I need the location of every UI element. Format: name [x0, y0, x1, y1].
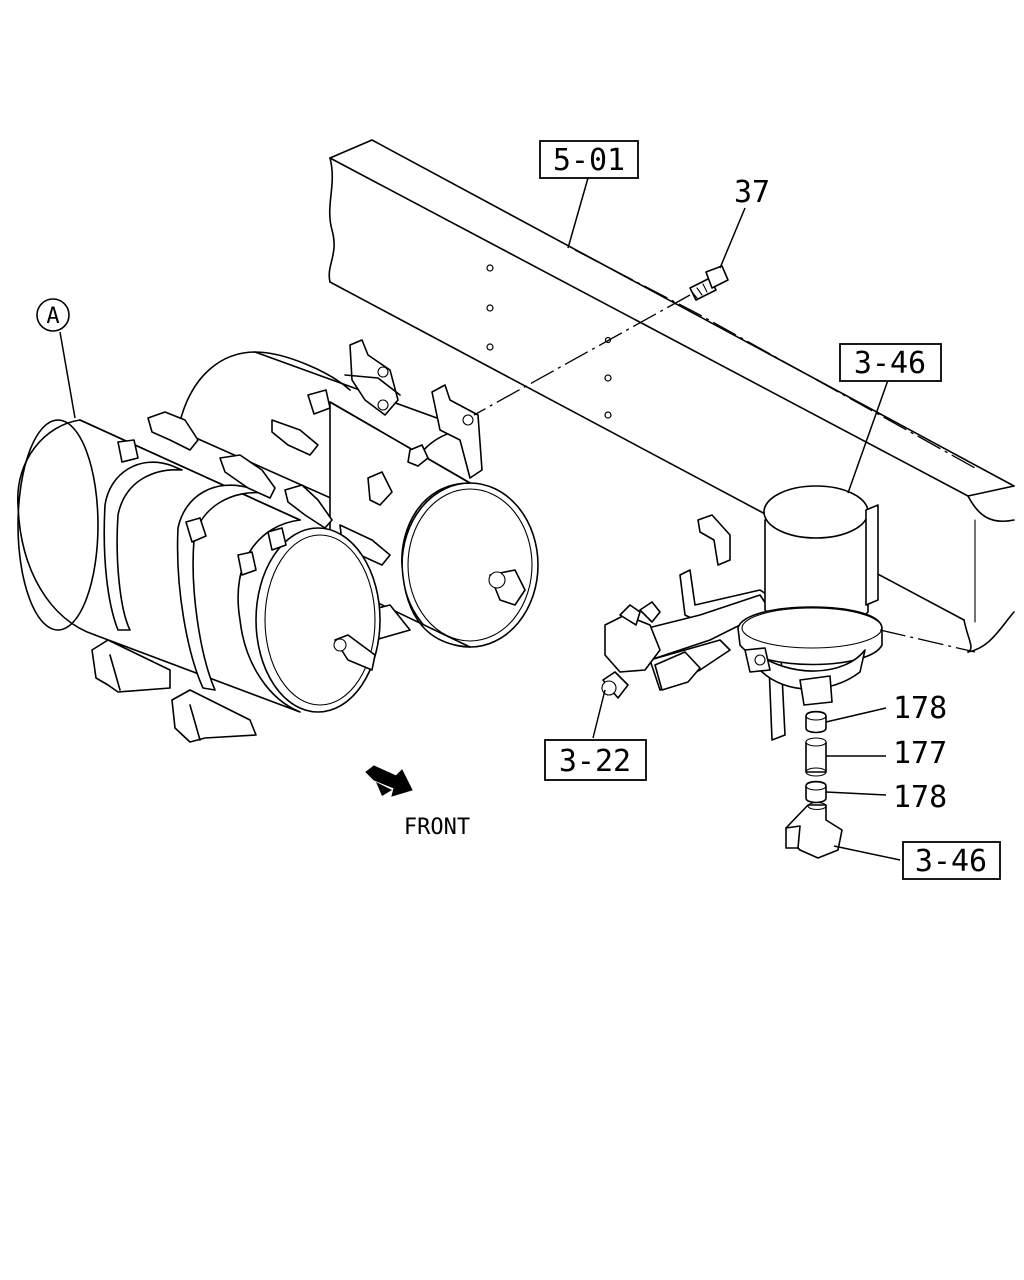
callout-bolt-number: 37 [734, 175, 770, 210]
relay-valve [601, 601, 701, 699]
hose [805, 737, 827, 777]
callout-clamp-upper: 178 [893, 691, 947, 726]
air-tank-front [17, 419, 381, 713]
callout-dryer-ref-top: 3-46 [839, 343, 942, 382]
clamp-upper [805, 710, 827, 734]
leader-lines [59, 177, 901, 861]
tank-bracket-upper [344, 339, 483, 479]
clamp-lower [805, 780, 827, 804]
drain-outlet [785, 801, 843, 859]
detail-marker: A [36, 298, 70, 332]
bolt [689, 265, 729, 301]
callout-clamp-lower: 178 [893, 780, 947, 815]
callout-dryer-ref-bottom-text: 3-46 [915, 844, 987, 879]
callout-dryer-ref-bottom: 3-46 [902, 841, 1001, 880]
callout-hose: 177 [893, 736, 947, 771]
center-lines [473, 249, 976, 653]
callout-frame-ref-text: 5-01 [553, 143, 625, 178]
callout-valve-ref: 3-22 [544, 739, 647, 781]
callout-valve-ref-text: 3-22 [559, 744, 631, 779]
frame-hole [486, 304, 494, 312]
frame-hole [486, 264, 494, 272]
tank-fittings [147, 411, 333, 529]
callout-frame-ref: 5-01 [539, 140, 639, 179]
air-tank-rear [177, 351, 539, 648]
frame-hole [486, 343, 494, 351]
air-dryer [737, 485, 883, 706]
callout-dryer-ref-top-text: 3-46 [854, 346, 926, 381]
detail-marker-letter: A [46, 304, 59, 329]
frame-hole [604, 374, 612, 382]
front-direction-label: FRONT [404, 815, 470, 840]
frame-hole [604, 411, 612, 419]
front-arrow-icon [365, 765, 413, 797]
